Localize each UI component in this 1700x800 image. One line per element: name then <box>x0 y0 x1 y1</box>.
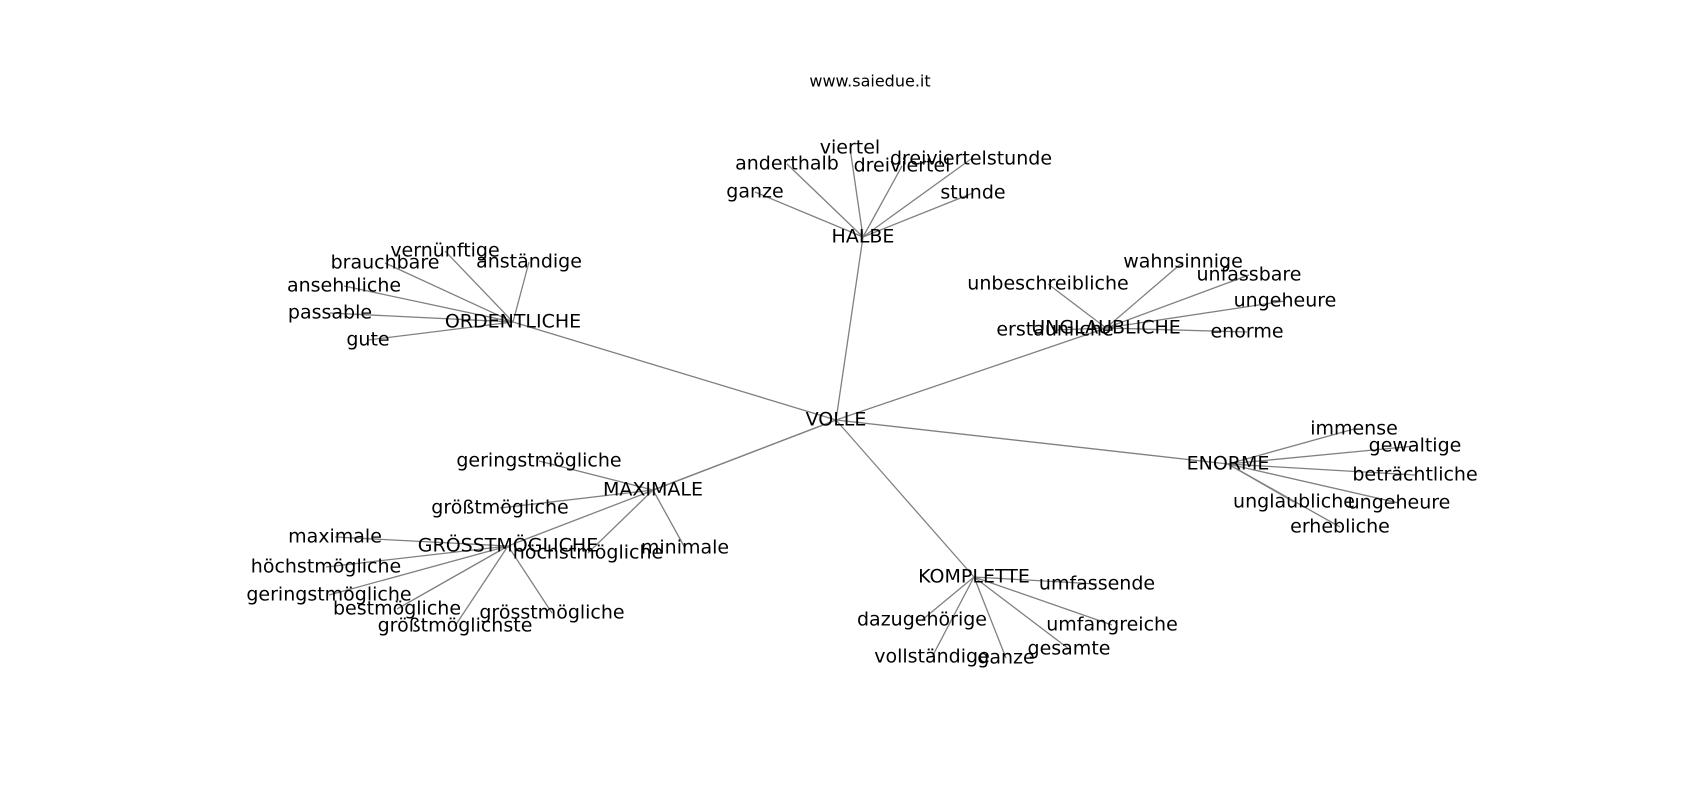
hub-node: HALBE <box>832 226 895 248</box>
leaf-node: anständige <box>476 251 582 273</box>
leaf-node: erstaunliche <box>996 319 1113 341</box>
edge-hub-leaf <box>931 576 975 658</box>
edge-hub-leaf <box>849 147 864 238</box>
leaf-node: größtmögliche <box>431 497 568 519</box>
edge-hub-leaf <box>1227 463 1341 528</box>
site-watermark: www.saiedue.it <box>809 72 930 91</box>
graph-edges <box>325 147 1416 659</box>
edge-root-hub <box>835 327 1107 421</box>
edge-hub-leaf <box>334 536 509 547</box>
edge-hub-leaf <box>862 192 974 238</box>
hub-node: MAXIMALE <box>603 479 703 501</box>
leaf-node: gewaltige <box>1369 435 1462 457</box>
edge-hub-leaf <box>1047 283 1107 329</box>
leaf-node: wahnsinnige <box>1123 251 1243 273</box>
edge-hub-leaf <box>1227 463 1416 476</box>
leaf-node: anderthalb <box>735 153 839 175</box>
edge-hub-leaf <box>786 163 864 238</box>
leaf-node: vernünftige <box>390 240 499 262</box>
edge-hub-leaf <box>329 312 514 323</box>
edge-hub-leaf <box>325 545 509 568</box>
edge-hub-leaf <box>507 545 553 614</box>
leaf-node: umfangreiche <box>1046 614 1178 636</box>
leaf-node: gesamte <box>1028 638 1111 660</box>
leaf-node: brauchbare <box>331 252 440 274</box>
leaf-node: grösstmögliche <box>479 602 624 624</box>
edge-hub-leaf <box>1105 261 1184 329</box>
edge-hub-leaf <box>862 165 903 238</box>
edge-hub-leaf <box>754 191 864 238</box>
edge-hub-leaf <box>1227 445 1416 465</box>
edge-hub-leaf <box>921 576 975 621</box>
edge-hub-leaf <box>367 321 514 341</box>
leaf-node: dazugehörige <box>857 609 987 631</box>
edge-hub-leaf <box>396 545 509 610</box>
leaf-node: dreiviertelstunde <box>890 148 1052 170</box>
leaf-node: geringstmögliche <box>246 584 411 606</box>
leaf-node: vollständige <box>874 646 990 668</box>
leaf-node: ansehnliche <box>287 275 401 297</box>
edge-hub-leaf <box>652 489 686 549</box>
leaf-node: höchstmögliche <box>251 556 401 578</box>
edge-hub-leaf <box>862 158 972 238</box>
edge-hub-leaf <box>1105 274 1250 329</box>
edge-hub-leaf <box>384 262 514 323</box>
leaf-node: maximale <box>288 526 382 548</box>
leaf-node: erhebliche <box>1290 516 1390 538</box>
leaf-node: umfassende <box>1039 573 1155 595</box>
edge-hub-leaf <box>1227 463 1400 504</box>
edge-hub-leaf <box>499 489 654 509</box>
edge-hub-leaf <box>1054 327 1107 331</box>
edge-hub-leaf <box>1105 327 1248 333</box>
leaf-node: enorme <box>1210 321 1283 343</box>
edge-root-hub <box>835 419 1229 465</box>
leaf-node: immense <box>1310 418 1398 440</box>
edge-hub-leaf <box>1227 428 1355 465</box>
leaf-node: unfassbare <box>1196 264 1301 286</box>
hub-node: ORDENTLICHE <box>445 311 581 333</box>
edge-hub-leaf <box>444 250 514 323</box>
hub-node: GRÖSSTMÖGLICHE <box>418 534 598 557</box>
leaf-node: höchstmögliche <box>513 542 663 564</box>
leaf-node: größtmöglichste <box>378 615 533 637</box>
leaf-node: minimale <box>641 537 729 559</box>
leaf-node: unbeschreibliche <box>967 273 1128 295</box>
edge-hub-leaf <box>973 576 1007 659</box>
leaf-node: beträchtliche <box>1352 464 1477 486</box>
edge-root-hub <box>512 321 837 421</box>
hub-node: KOMPLETTE <box>918 566 1030 588</box>
leaf-node: gute <box>346 329 389 351</box>
edge-hub-leaf <box>1105 300 1286 329</box>
leaf-node: ungeheure <box>1234 290 1337 312</box>
edge-hub-leaf <box>328 545 509 596</box>
edge-hub-leaf <box>343 285 514 323</box>
leaf-node: ganze <box>726 181 783 203</box>
leaf-node: dreiviertel <box>854 155 951 177</box>
leaf-node: bestmögliche <box>333 598 461 620</box>
edge-hub-leaf <box>538 460 654 491</box>
edge-hub-leaf <box>973 576 1113 626</box>
hub-node: ENORME <box>1187 453 1270 475</box>
edge-root-hub <box>835 236 864 421</box>
leaf-node: geringstmögliche <box>456 450 621 472</box>
edge-root-hub <box>835 419 975 578</box>
leaf-node: passable <box>288 302 372 324</box>
leaf-node: stunde <box>940 182 1005 204</box>
leaf-node: ungeheure <box>1348 492 1451 514</box>
edge-hub-leaf <box>587 489 654 554</box>
hub-node: UNGLAUBLICHE <box>1031 317 1181 339</box>
edge-hub-leaf <box>973 576 1070 650</box>
root-node: VOLLE <box>806 409 867 431</box>
leaf-node: unglaubliche <box>1233 491 1355 513</box>
edge-root-hub <box>507 419 837 547</box>
edge-hub-leaf <box>973 576 1098 585</box>
edge-hub-leaf <box>512 261 530 323</box>
edge-hub-leaf <box>454 545 509 627</box>
leaf-node: viertel <box>820 137 880 159</box>
leaf-node: ganze <box>977 647 1034 669</box>
